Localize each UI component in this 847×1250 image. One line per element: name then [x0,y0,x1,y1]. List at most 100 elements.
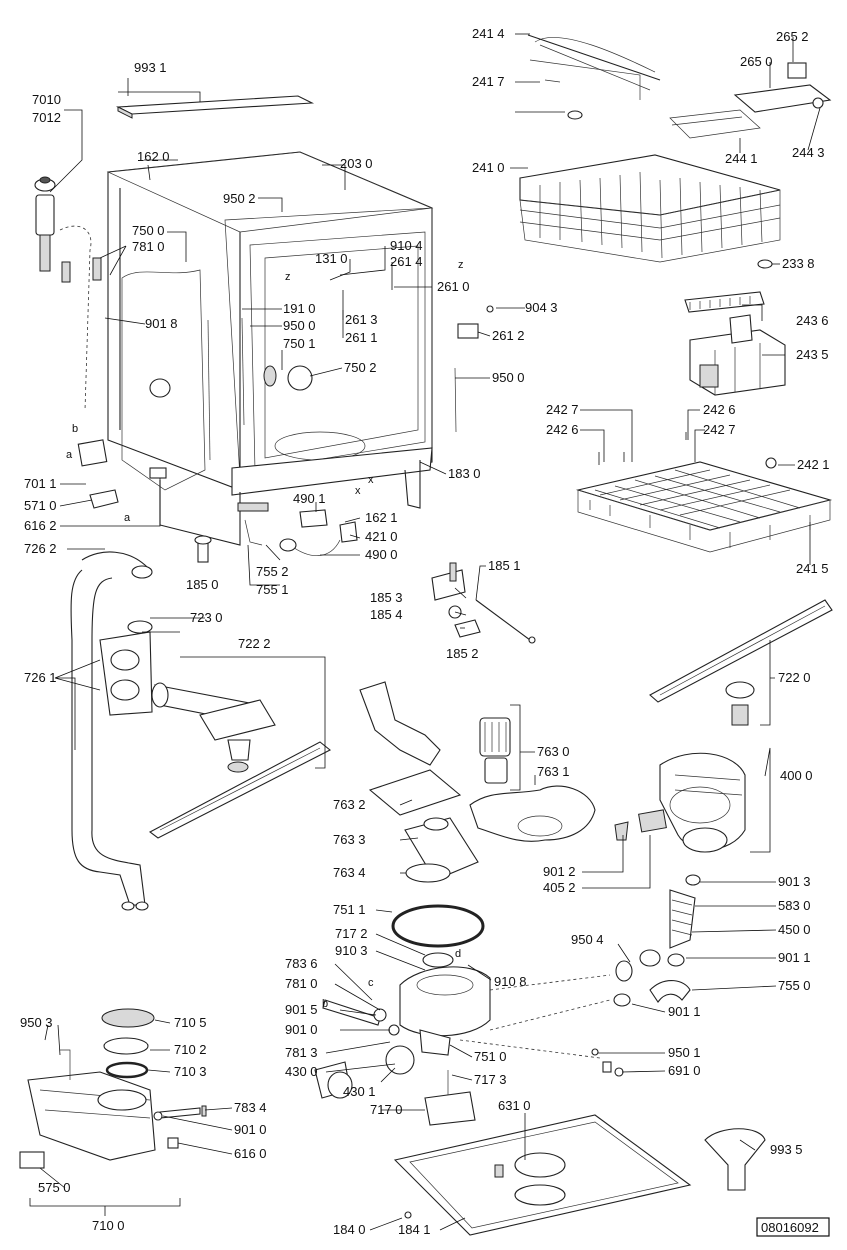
part-label: 781 0 [285,976,318,991]
part-label: 701 1 [24,476,57,491]
part-label: 717 2 [335,926,368,941]
upper-spray-arm-drawing [649,599,833,726]
letter-mark-7: x [368,474,374,486]
part-label: 242 6 [546,422,579,437]
part-label: 717 0 [370,1102,403,1117]
filter-sump-drawing [314,681,611,1126]
part-label: 185 3 [370,590,403,605]
lower-basket-drawing [575,432,833,553]
part-label: 191 0 [283,301,316,316]
diagram-code: 08016092 [761,1220,819,1235]
part-label: 783 4 [234,1100,267,1115]
part-label: 901 1 [668,1004,701,1019]
part-label: 751 1 [333,902,366,917]
part-label: 755 2 [256,564,289,579]
part-label: 242 7 [703,422,736,437]
part-label: 244 1 [725,151,758,166]
part-label: 631 0 [498,1098,531,1113]
part-label: 910 8 [494,974,527,989]
part-label: 490 0 [365,547,398,562]
part-label: 901 8 [145,316,178,331]
part-label: 131 0 [315,251,348,266]
base-frame-drawing [393,1114,766,1236]
part-label: 722 0 [778,670,811,685]
part-label: 242 1 [797,457,830,472]
part-label: 241 0 [472,160,505,175]
part-label: 575 0 [38,1180,71,1195]
letter-marks: b a a z z x x b c d [66,259,464,1010]
part-label: 7012 [32,110,61,125]
part-label: 185 2 [446,646,479,661]
part-label: 616 0 [234,1146,267,1161]
part-label: 904 3 [525,300,558,315]
part-label: 710 3 [174,1064,207,1079]
part-label: 901 1 [778,950,811,965]
part-label: 783 6 [285,956,318,971]
part-label: 162 1 [365,510,398,525]
part-label: 400 0 [780,768,813,783]
part-label: 261 4 [390,254,423,269]
letter-mark-9: c [368,977,374,989]
part-label: 162 0 [137,149,170,164]
part-label: 241 7 [472,74,505,89]
part-label: 185 1 [488,558,521,573]
part-label: 993 1 [134,60,167,75]
pump-motor-drawing [613,752,746,1007]
part-label: 750 1 [283,336,316,351]
part-label: 763 3 [333,832,366,847]
part-label: 241 5 [796,561,829,576]
part-label: 781 3 [285,1045,318,1060]
part-label: 265 0 [740,54,773,69]
part-label: 261 0 [437,279,470,294]
top-panel-drawing [115,95,315,119]
part-label: 901 0 [285,1022,318,1037]
cutlery-basket-drawing [684,291,786,396]
part-label: 910 3 [335,943,368,958]
part-label: 722 2 [238,636,271,651]
part-label: 901 0 [234,1122,267,1137]
part-label: 901 3 [778,874,811,889]
part-label: 950 3 [20,1015,53,1030]
part-label: 993 5 [770,1142,803,1157]
part-label: 763 2 [333,797,366,812]
part-label: 233 8 [782,256,815,271]
part-label: 950 0 [283,318,316,333]
letter-mark-8: b [322,998,328,1010]
part-label: 717 3 [474,1072,507,1087]
part-label: 691 0 [668,1063,701,1078]
letter-mark-10: d [455,948,461,960]
part-labels: 993 1 7010 7012 162 0 203 0 950 2 750 0 … [20,26,830,1237]
part-label: 261 2 [492,328,525,343]
part-label: 261 1 [345,330,378,345]
part-label: 244 3 [792,145,825,160]
part-label: 950 2 [223,191,256,206]
part-label: 901 2 [543,864,576,879]
part-label: 726 1 [24,670,57,685]
letter-mark-2: a [66,449,73,461]
small-parts-drawing [77,305,624,1219]
upper-basket-drawing [519,34,832,269]
tub-drawing [106,151,457,546]
part-label: 184 0 [333,1222,366,1237]
part-label: 950 1 [668,1045,701,1060]
part-label: 751 0 [474,1049,507,1064]
letter-mark-6: x [355,485,361,497]
letter-mark-1: b [72,423,78,435]
part-label: 763 4 [333,865,366,880]
inlet-valve-drawing [34,176,102,411]
part-label: 7010 [32,92,61,107]
part-label: 710 0 [92,1218,125,1233]
part-label: 243 5 [796,347,829,362]
part-label: 242 7 [546,402,579,417]
part-label: 781 0 [132,239,165,254]
part-label: 490 1 [293,491,326,506]
part-label: 430 1 [343,1084,376,1099]
part-label: 450 0 [778,922,811,937]
part-label: 950 4 [571,932,604,947]
part-label: 723 0 [190,610,223,625]
part-label: 265 2 [776,29,809,44]
lower-spray-arm-drawing [99,620,332,839]
part-label: 405 2 [543,880,576,895]
part-label: 755 0 [778,978,811,993]
